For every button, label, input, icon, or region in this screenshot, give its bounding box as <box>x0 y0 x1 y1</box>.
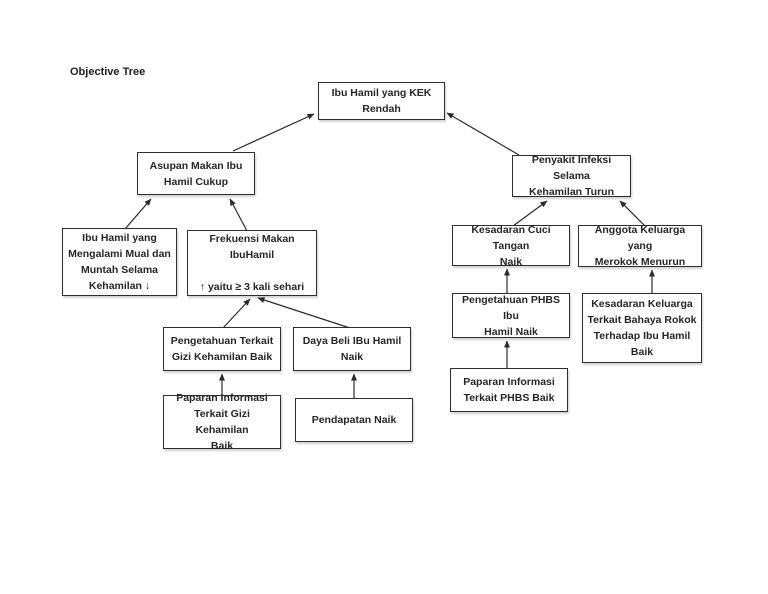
node-penyakit-infeksi-turun: Penyakit Infeksi Selama Kehamilan Turun <box>512 154 631 198</box>
edge-frekuensi-to-asupan <box>229 198 248 232</box>
edge-dayabeli-to-frekuensi <box>257 297 351 329</box>
node-paparan-informasi-gizi: Paparan Informasi Terkait Gizi Kehamilan… <box>163 392 281 452</box>
node-kesadaran-bahaya-rokok: Kesadaran Keluarga Terkait Bahaya Rokok … <box>582 293 702 363</box>
node-ibu-hamil-kek-rendah: Ibu Hamil yang KEK Rendah <box>318 82 445 120</box>
node-frekuensi-makan-naik: Frekuensi Makan IbuHamil ↑ yaitu ≥ 3 kal… <box>187 230 317 296</box>
edge-penyakit-to-goal <box>446 112 520 156</box>
node-paparan-informasi-phbs: Paparan Informasi Terkait PHBS Baik <box>450 368 568 412</box>
node-daya-beli-naik: Daya Beli IBu Hamil Naik <box>293 327 411 371</box>
node-anggota-merokok-menurun: Anggota Keluarga yang Merokok Menurun <box>578 224 702 268</box>
node-pendapatan-naik: Pendapatan Naik <box>295 398 413 442</box>
node-asupan-makan-cukup: Asupan Makan Ibu Hamil Cukup <box>137 152 255 195</box>
page-title: Objective Tree <box>70 66 146 78</box>
edge-mual-to-asupan <box>124 198 152 230</box>
node-pengetahuan-phbs-naik: Pengetahuan PHBS Ibu Hamil Naik <box>452 293 570 338</box>
node-mual-muntah-turun: Ibu Hamil yang Mengalami Mual dan Muntah… <box>62 228 177 296</box>
node-kesadaran-cuci-tangan: Kesadaran Cuci Tangan Naik <box>452 224 570 268</box>
edge-pengetahuangizi-to-frekuensi <box>222 298 251 329</box>
edge-asupan-to-goal <box>232 113 315 152</box>
node-pengetahuan-gizi-baik: Pengetahuan Terkait Gizi Kehamilan Baik <box>163 327 281 371</box>
